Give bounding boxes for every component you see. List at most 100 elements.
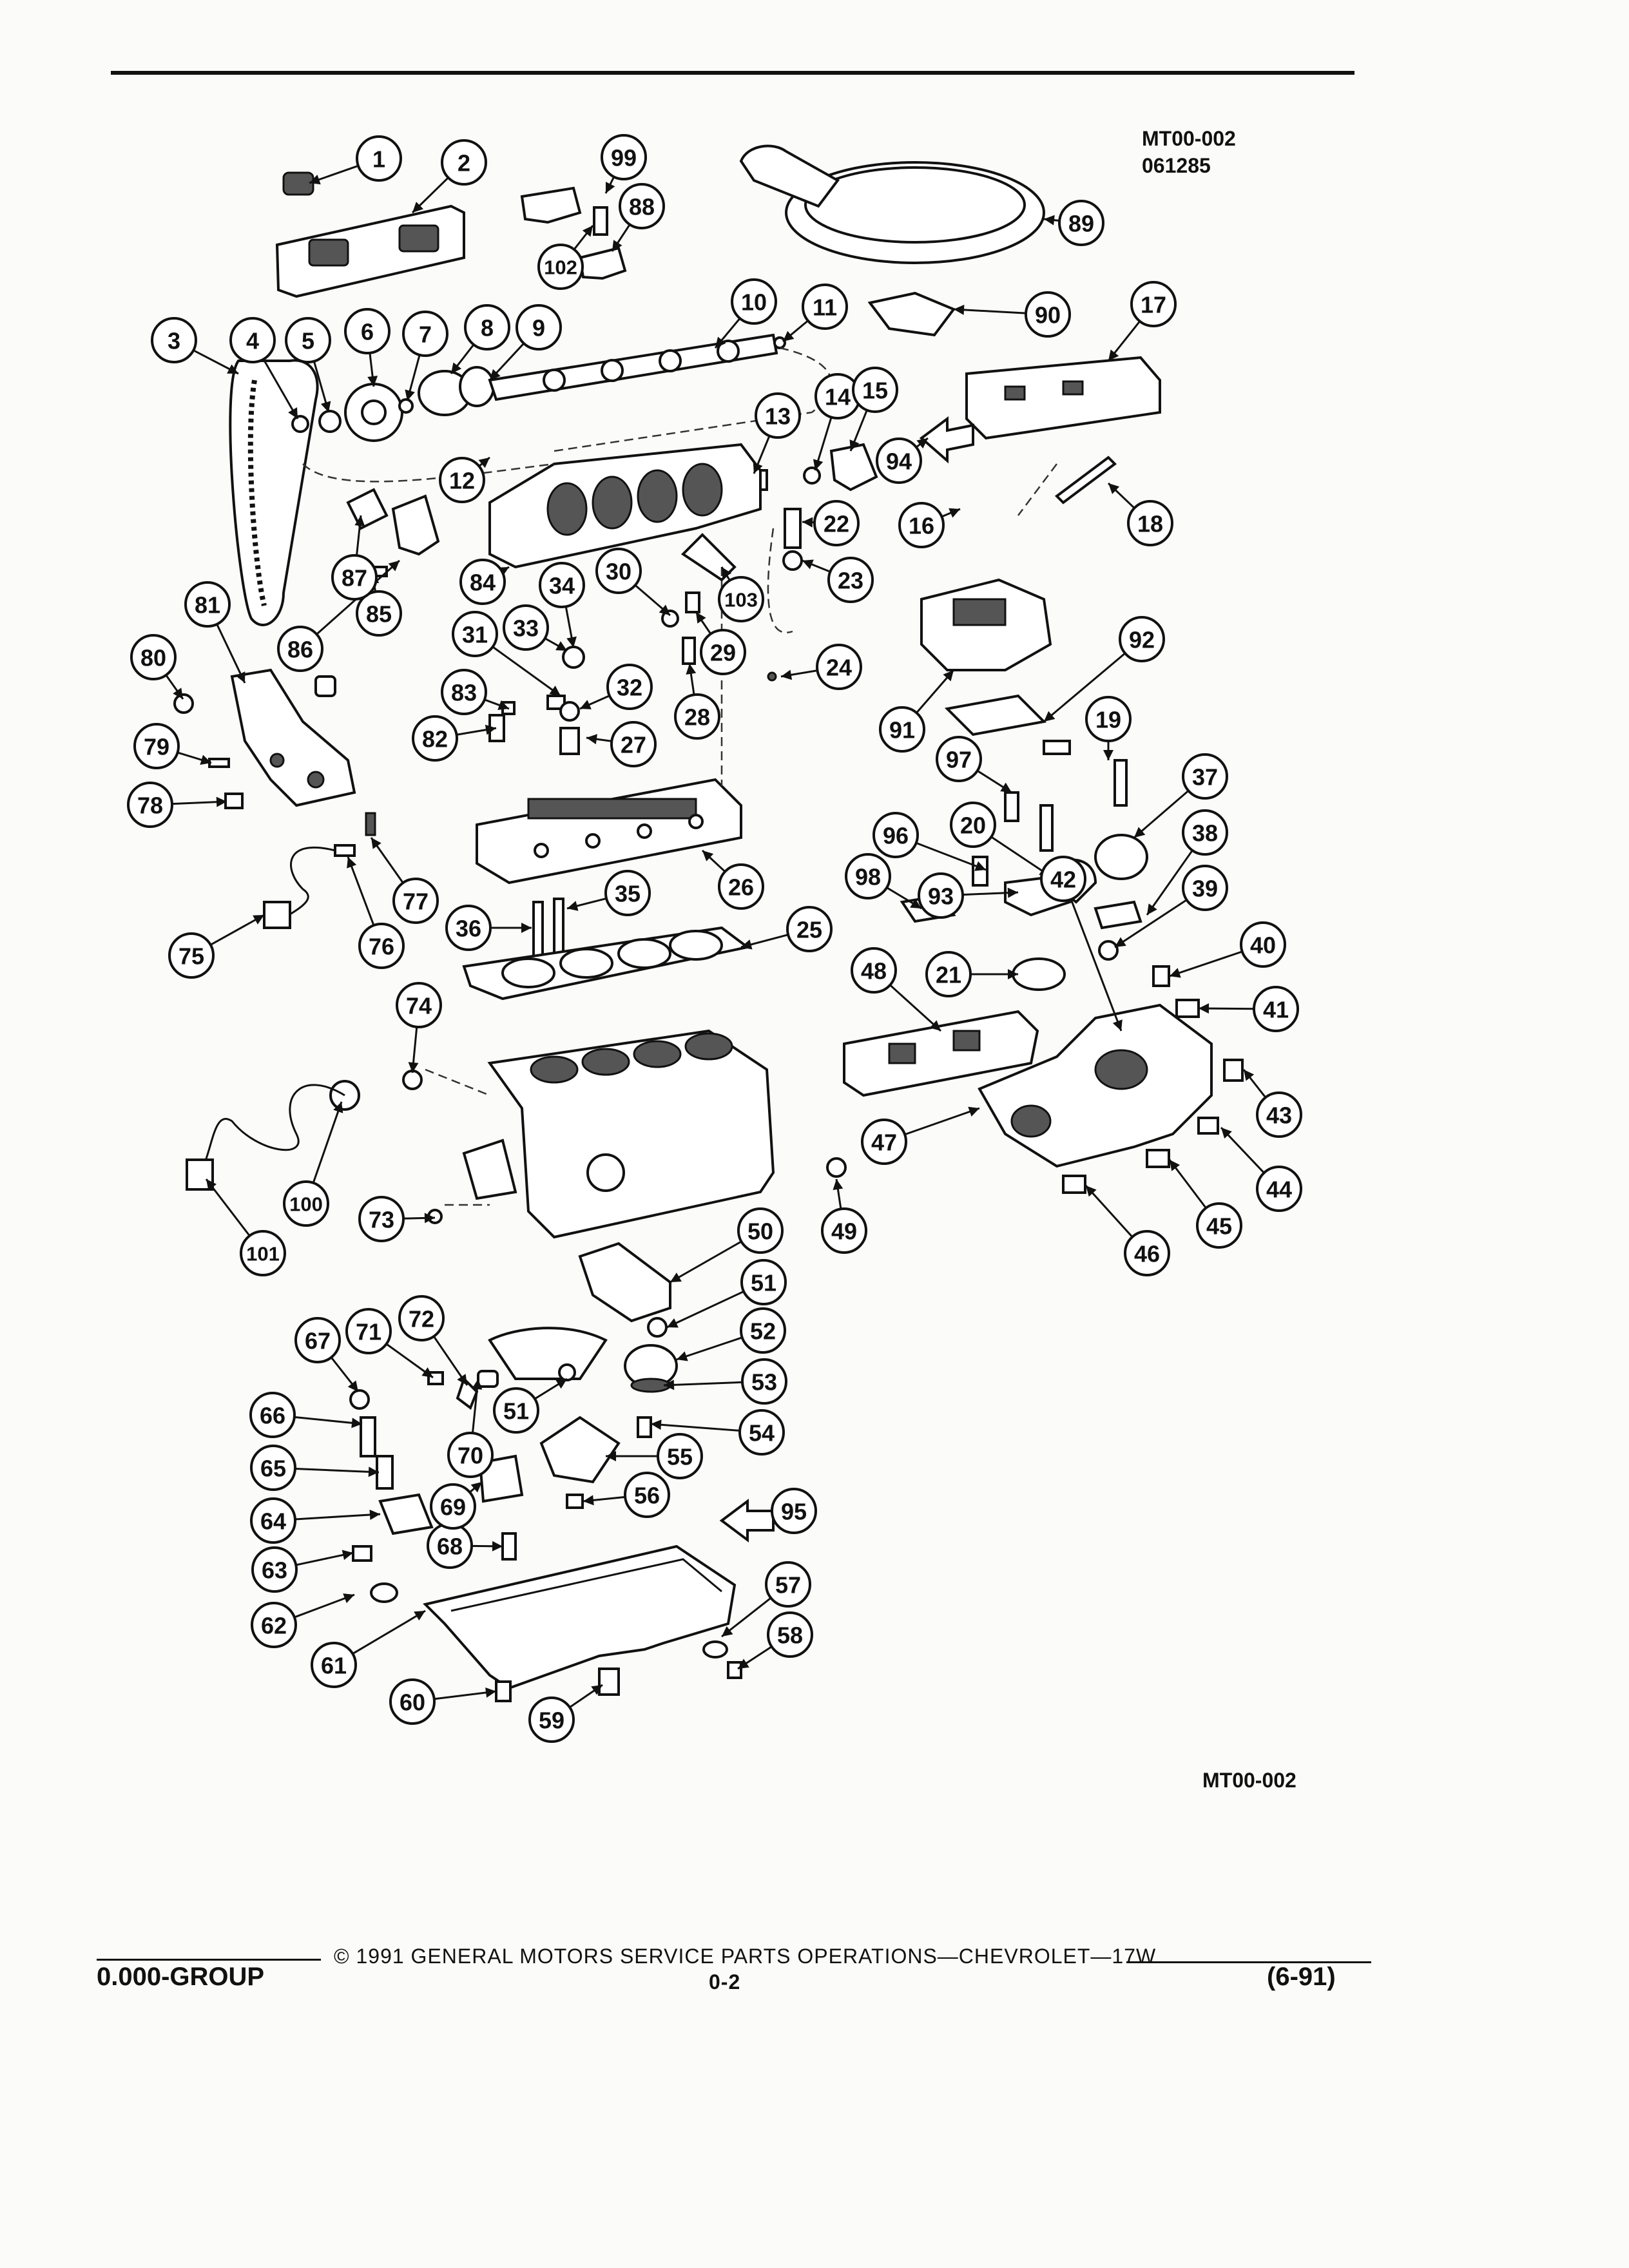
callout-45: 45 [1196, 1202, 1242, 1249]
top-rule [111, 71, 1354, 75]
leader-arrowhead-9 [490, 369, 501, 380]
callout-31: 31 [452, 611, 498, 657]
callout-circle [1196, 1202, 1242, 1249]
callout-37: 37 [1182, 753, 1228, 800]
callout-circle [249, 1392, 296, 1438]
leader-arrowhead-1 [309, 175, 321, 185]
callout-number: 67 [305, 1328, 331, 1354]
leader-arrowhead-53 [664, 1379, 675, 1390]
leader-line-66 [294, 1416, 363, 1425]
callout-77: 77 [392, 878, 439, 924]
callout-circle [130, 634, 177, 680]
leader-arrowhead-45 [1170, 1160, 1181, 1171]
callout-circle [755, 392, 801, 439]
callout-35: 35 [604, 870, 651, 916]
callout-25: 25 [786, 906, 833, 952]
callout-61: 61 [311, 1642, 357, 1688]
leader-line-60 [434, 1690, 497, 1700]
leader-line-37 [1133, 790, 1190, 839]
callout-51: 51 [740, 1259, 787, 1305]
leader-arrowhead-7 [405, 389, 415, 401]
callout-circle [861, 1119, 907, 1165]
callout-57: 57 [765, 1561, 811, 1608]
callout-90: 90 [1025, 291, 1071, 338]
callout-13: 13 [755, 392, 801, 439]
footer-group: 0.000-GROUP [97, 1963, 265, 1991]
leader-arrowhead-75 [253, 915, 264, 925]
leader-arrowhead-94 [916, 438, 928, 449]
callout-circle [356, 590, 402, 637]
callout-7: 7 [402, 311, 448, 357]
date-code: 061285 [1142, 154, 1211, 177]
callout-28: 28 [674, 693, 720, 740]
callout-circle [464, 304, 510, 351]
callout-circle [331, 554, 378, 601]
callout-number: 20 [960, 812, 986, 839]
callout-84: 84 [459, 559, 506, 605]
leader-arrowhead-70 [472, 1379, 483, 1390]
callout-75: 75 [168, 932, 215, 979]
callout-circle [294, 1317, 341, 1363]
callout-34: 34 [539, 562, 585, 608]
callout-73: 73 [358, 1196, 405, 1242]
leader-arrowhead-2 [412, 202, 424, 213]
callout-number: 48 [861, 958, 887, 985]
callout-94: 94 [876, 437, 922, 484]
callout-number: 72 [409, 1306, 434, 1332]
callout-number: 69 [440, 1494, 466, 1521]
leader-line-96 [916, 841, 987, 871]
leader-arrowhead-100 [333, 1102, 343, 1113]
leader-line-65 [294, 1467, 380, 1474]
leader-line-4 [262, 358, 299, 419]
callout-number: 31 [462, 622, 488, 648]
leader-arrowhead-32 [580, 700, 592, 709]
leader-line-101 [205, 1178, 251, 1236]
leader-arrowhead-16 [949, 508, 960, 518]
leader-line-76 [347, 856, 375, 926]
leader-arrowhead-8 [451, 362, 462, 374]
leader-arrowhead-5 [320, 401, 331, 412]
callout-16: 16 [898, 502, 945, 548]
callout-69: 69 [430, 1483, 476, 1530]
callout-number: 23 [838, 568, 863, 594]
callout-22: 22 [813, 500, 860, 546]
callout-number: 50 [747, 1218, 773, 1245]
callout-number: 101 [246, 1243, 280, 1265]
leader-arrowhead-71 [421, 1367, 433, 1378]
leader-arrowhead-96 [974, 861, 986, 871]
leader-arrowhead-103 [722, 567, 732, 579]
callout-101: 101 [240, 1230, 286, 1276]
callout-89: 89 [1058, 200, 1104, 246]
callout-number: 33 [513, 615, 539, 642]
leader-arrowhead-89 [1044, 215, 1055, 226]
leader-arrowhead-42 [1112, 1019, 1123, 1031]
callout-circle [445, 905, 492, 951]
callout-circle [925, 951, 972, 997]
callout-circle [898, 502, 945, 548]
leader-arrowhead-6 [367, 376, 378, 387]
callout-circle [771, 1488, 817, 1534]
callout-circle [537, 244, 584, 290]
callout-14: 14 [815, 373, 861, 419]
figure-footer-code: MT00-002 [1202, 1769, 1296, 1792]
callout-circle [731, 278, 777, 325]
callout-number: 80 [140, 645, 166, 671]
leader-arrowhead-50 [670, 1273, 682, 1282]
leader-arrowhead-36 [521, 923, 532, 933]
leader-arrowhead-11 [783, 331, 795, 341]
leader-line-92 [1043, 652, 1126, 723]
callout-number: 11 [813, 294, 837, 321]
callout-number: 53 [751, 1369, 777, 1396]
callout-32: 32 [606, 664, 653, 710]
callout-21: 21 [925, 951, 972, 997]
callout-circle [441, 669, 487, 715]
leader-arrowhead-60 [485, 1687, 496, 1698]
callout-78: 78 [127, 782, 173, 828]
leader-arrowhead-24 [781, 669, 793, 680]
callout-56: 56 [624, 1472, 670, 1518]
callout-circle [610, 721, 657, 767]
leader-arrowhead-79 [200, 754, 211, 765]
leader-arrowhead-68 [492, 1541, 503, 1552]
